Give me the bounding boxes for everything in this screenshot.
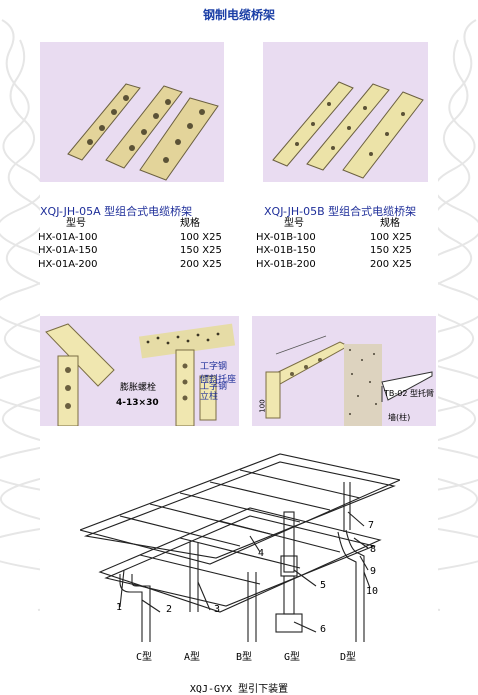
hole-spec-label: 4-13×30: [116, 398, 159, 408]
tilt-seat-label: 倾斜托座: [200, 375, 237, 385]
page-title: 钢制电缆桥架: [202, 8, 275, 22]
spec-cell: 150 X25: [370, 245, 412, 256]
down-lead-device-diagram: 1 2 3 4 5 6 7 8 9 10 C型 A型 B型 G型 D型: [80, 452, 400, 663]
product-a-spec-table: 型号 规格 HX-01A-100 100 X25 HX-01A-150 150 …: [38, 217, 222, 271]
callout-1: 1: [116, 602, 123, 613]
table-row: HX-01B-100 100 X25: [256, 231, 412, 245]
product-a-caption: XQJ-JH-05A 型组合式电缆桥架: [40, 205, 193, 218]
spec-header-label: 规格: [380, 218, 400, 229]
table-row: HX-01B-150 150 X25: [256, 244, 412, 258]
diagram-caption: XQJ-GYX 型引下装置: [189, 684, 289, 695]
model-header: 型号: [66, 218, 86, 229]
spec-cell: 150 X25: [180, 245, 222, 256]
model-cell: HX-01A-200: [38, 258, 98, 270]
spec-cell: 100 X25: [180, 231, 222, 243]
type-b-label: B型: [236, 652, 253, 663]
right-decorative-border: [438, 0, 478, 695]
type-a-label: A型: [184, 652, 201, 663]
product-b-caption: XQJ-JH-05B 型组合式电缆桥架: [264, 205, 417, 218]
callout-4: 4: [258, 548, 265, 559]
callout-3: 3: [214, 604, 221, 615]
product-b-spec-table: 型号 规格 HX-01B-100 100 X25 HX-01B-150 150 …: [256, 217, 412, 271]
model-cell: HX-01B-100: [256, 231, 316, 243]
dimension-label: 100: [258, 399, 267, 413]
callout-5: 5: [320, 580, 327, 591]
left-decorative-border: [0, 0, 40, 695]
tray-b-photo: [263, 42, 428, 182]
type-c-label: C型: [136, 652, 153, 663]
model-cell: HX-01A-100: [38, 231, 98, 243]
bolt-label: 膨胀螺栓: [120, 383, 157, 393]
callout-2: 2: [166, 604, 173, 615]
callout-9: 9: [370, 566, 377, 577]
spec-cell: 200 X25: [370, 258, 412, 270]
callout-6: 6: [320, 624, 327, 635]
callout-7: 7: [368, 520, 375, 531]
i-beam-label: 工字钢: [200, 362, 228, 372]
table-row: HX-01A-150 150 X25: [38, 244, 222, 258]
table-row: HX-01A-100 100 X25: [38, 231, 222, 245]
spec-cell: 200 X25: [180, 258, 222, 270]
callout-8: 8: [370, 544, 377, 555]
spec-header-label: 规格: [180, 218, 200, 229]
support-assembly-photo: 工字钢 倾斜托座 工字钢立柱 膨胀螺栓 4-13×30: [40, 316, 239, 426]
spec-header: 型号 规格: [60, 217, 222, 231]
model-cell: HX-01A-150: [38, 245, 98, 256]
bracket-label: TB-02 型托臂: [384, 389, 434, 398]
type-d-label: D型: [340, 652, 357, 663]
model-header: 型号: [284, 218, 304, 229]
spec-header: 型号 规格: [278, 217, 412, 231]
table-row: HX-01B-200 200 X25: [256, 258, 412, 272]
model-cell: HX-01B-150: [256, 245, 316, 256]
type-g-label: G型: [284, 652, 301, 663]
model-cell: HX-01B-200: [256, 258, 316, 270]
table-row: HX-01A-200 200 X25: [38, 258, 222, 272]
spec-cell: 100 X25: [370, 231, 412, 243]
wall-label: 墙(柱): [388, 413, 411, 422]
callout-10: 10: [366, 586, 379, 597]
tray-a-photo: [40, 42, 224, 182]
wall-bracket-photo: 100 TB-02 型托臂 墙(柱): [252, 316, 436, 426]
column-label: 工字钢立柱: [200, 382, 228, 402]
